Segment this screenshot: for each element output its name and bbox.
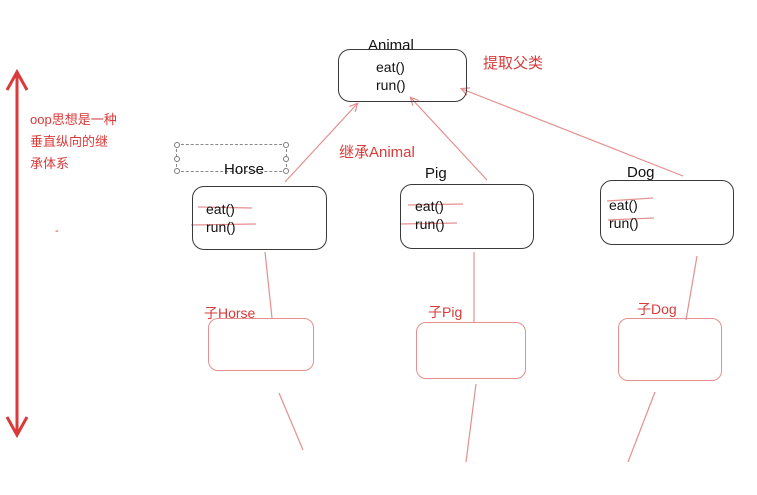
down-line-horse [278, 392, 304, 451]
dog-class-box[interactable]: eat() run() [600, 180, 734, 245]
horse-class-title[interactable]: Horse [224, 161, 265, 178]
parent-class-box[interactable]: eat() run() [338, 49, 467, 102]
sub-dog-box[interactable] [618, 318, 722, 381]
pig-class-box[interactable]: eat() run() [400, 184, 534, 249]
inherit-arrow-dog [462, 89, 684, 177]
horse-method-eat: eat() [206, 201, 235, 217]
parent-method-run: run() [376, 77, 406, 93]
side-note-line-3: 承体系 [30, 156, 70, 171]
horse-title-selection-frame[interactable] [174, 142, 289, 174]
method-strike-marks [190, 197, 655, 226]
horse-method-run: run() [206, 219, 236, 235]
stray-mark: - [55, 225, 59, 237]
dog-method-eat: eat() [609, 197, 638, 213]
connector-dog-sub [685, 255, 698, 321]
inherit-arrow-horse [284, 104, 357, 183]
sub-dog-label: 子Dog [637, 301, 677, 317]
resize-handle-top-left[interactable] [174, 142, 180, 148]
side-note-line-2: 垂直纵向的继 [30, 134, 109, 149]
inherit-arrow-pig [411, 98, 488, 181]
dog-class-title[interactable]: Dog [627, 164, 655, 181]
pig-method-run: run() [415, 216, 445, 232]
horse-class-box[interactable]: eat() run() [192, 186, 327, 250]
oop-side-note: oop思想是一种 垂直纵向的继 承体系 [30, 109, 150, 175]
resize-handle-bottom-left[interactable] [174, 168, 180, 174]
pig-class-title[interactable]: Pig [425, 165, 447, 182]
sub-horse-label: 子Horse [204, 305, 256, 321]
resize-handle-top-right[interactable] [283, 142, 289, 148]
down-line-dog [627, 391, 656, 463]
extract-parent-label: 提取父类 [483, 55, 544, 72]
pig-method-eat: eat() [415, 198, 444, 214]
resize-handle-left[interactable] [174, 156, 180, 162]
resize-handle-bottom-right[interactable] [283, 168, 289, 174]
dog-method-run: run() [609, 215, 639, 231]
resize-handle-right[interactable] [283, 156, 289, 162]
sub-pig-label: 子Pig [428, 304, 463, 320]
down-line-pig [465, 383, 477, 463]
vertical-double-arrow [5, 68, 29, 439]
sub-horse-box[interactable] [208, 318, 314, 371]
inherit-animal-label: 继承Animal [339, 144, 415, 161]
parent-method-eat: eat() [376, 59, 405, 75]
side-note-line-1: oop思想是一种 [30, 112, 117, 127]
connector-horse-sub [264, 251, 273, 319]
sub-pig-box[interactable] [416, 322, 526, 379]
